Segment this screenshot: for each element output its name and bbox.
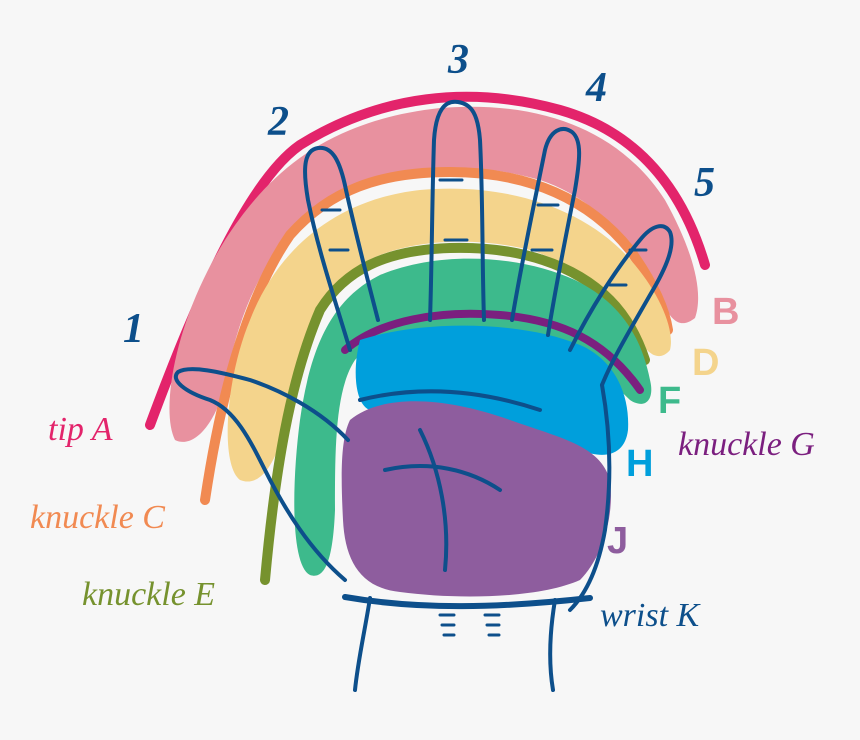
finger-number-5: 5 <box>694 160 715 206</box>
label-band-j: J <box>607 520 628 562</box>
band-b <box>169 106 699 442</box>
label-band-b: B <box>712 291 739 333</box>
band-j <box>341 401 611 597</box>
label-knuckle-c: knuckle C <box>30 499 165 536</box>
label-band-h: H <box>626 443 653 485</box>
label-knuckle-g: knuckle G <box>678 426 815 463</box>
finger-number-4: 4 <box>585 65 607 111</box>
hand-outline <box>174 99 674 692</box>
finger-number-3: 3 <box>447 37 469 83</box>
label-band-f: F <box>658 380 681 422</box>
knuckle-g-arc <box>341 309 644 394</box>
label-band-d: D <box>692 342 719 384</box>
knuckle-c-arc <box>200 166 673 505</box>
label-wrist-k: wrist K <box>600 597 702 634</box>
label-tip-a: tip A <box>48 411 113 448</box>
band-h <box>355 325 629 455</box>
finger-number-2: 2 <box>267 99 289 145</box>
knuckle-e-arc <box>260 242 650 585</box>
label-knuckle-e: knuckle E <box>82 576 215 613</box>
finger-number-1: 1 <box>123 306 144 352</box>
crease-marks <box>320 178 648 637</box>
